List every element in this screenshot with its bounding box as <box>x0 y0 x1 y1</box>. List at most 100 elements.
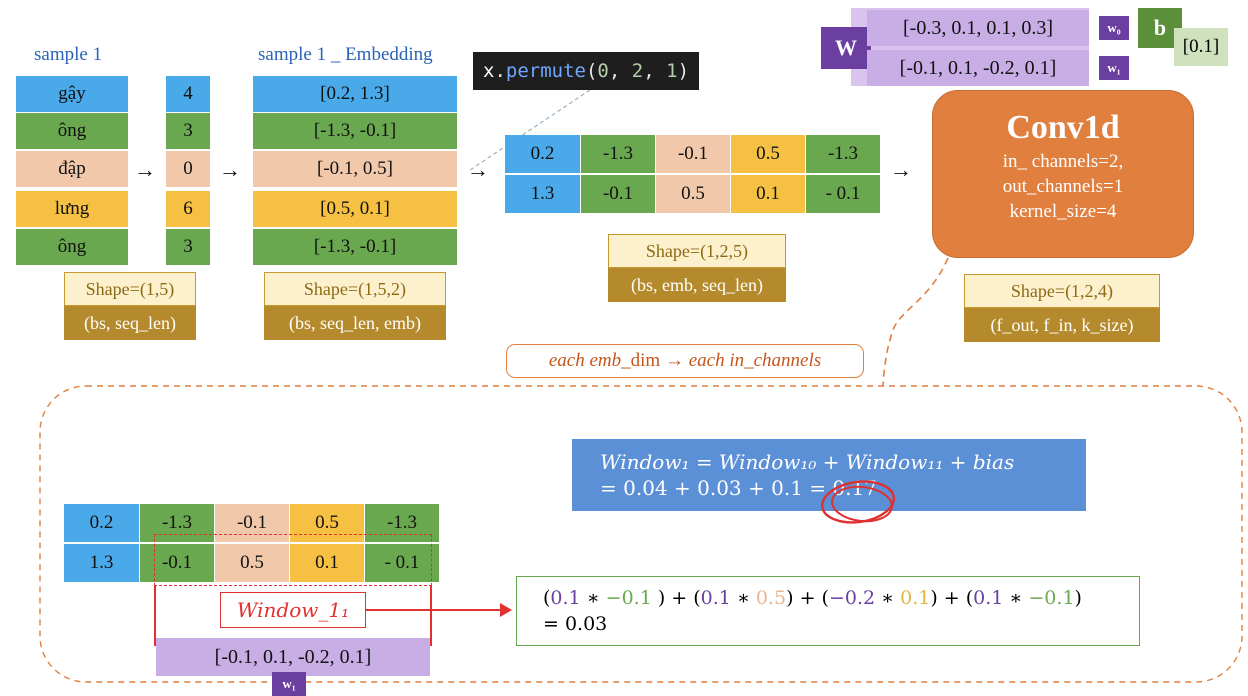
result-highlight-circle <box>821 480 895 524</box>
word-cell: đập <box>16 151 128 187</box>
arrow-right: → <box>134 157 156 182</box>
lower-cell: - 0.1 <box>365 544 439 582</box>
lower-cell: 1.3 <box>64 544 139 582</box>
permuted-cell: - 0.1 <box>806 175 880 213</box>
conv1d-block: Conv1d in_ channels=2, out_channels=1 ke… <box>932 90 1194 258</box>
weight-row-w0: [-0.3, 0.1, 0.1, 0.3] <box>867 10 1089 46</box>
code-method: permute <box>505 60 586 82</box>
permute-code-snippet: x.permute(0, 2, 1) <box>473 52 699 90</box>
lower-cell: -0.1 <box>215 504 289 542</box>
sample-dims-label: (bs, seq_len) <box>64 306 196 340</box>
calculation-result: = 0.03 <box>543 613 608 635</box>
conv1d-title: Conv1d <box>1006 109 1120 146</box>
bias-value: [0.1] <box>1174 28 1228 66</box>
embedding-cell: [0.2, 1.3] <box>253 76 457 112</box>
token-id-cell: 0 <box>166 151 210 187</box>
mapping-dim: dim <box>630 350 661 371</box>
sample-shape-label: Shape=(1,5) <box>64 272 196 306</box>
window-bracket-left <box>154 586 156 646</box>
weight-row-w1: [-0.1, 0.1, -0.2, 0.1] <box>867 50 1089 86</box>
lower-cell: 0.5 <box>290 504 364 542</box>
arrow-right: → <box>467 157 489 182</box>
code-arg: 1 <box>666 60 678 82</box>
permuted-cell: -0.1 <box>656 135 730 173</box>
sample-title: sample 1 <box>34 44 103 65</box>
embedding-shape-label: Shape=(1,5,2) <box>264 272 446 306</box>
kernel-w1-row: [-0.1, 0.1, -0.2, 0.1] <box>156 638 430 676</box>
word-cell: ông <box>16 229 128 265</box>
calculation-box: (0.1 ∗ −0.1 ) + (0.1 ∗ 0.5) + (−0.2 ∗ 0.… <box>516 576 1140 646</box>
calc-weight: 0.1 <box>550 587 581 609</box>
embedding-cell: [-0.1, 0.5] <box>253 151 457 187</box>
embedding-cell: [-1.3, -0.1] <box>253 229 457 265</box>
mapping-arrow: → <box>664 350 684 371</box>
token-id-cell: 3 <box>166 113 210 149</box>
token-id-cell: 6 <box>166 191 210 227</box>
w0-tag: w₀ <box>1099 16 1129 40</box>
calc-input: 0.5 <box>755 587 787 609</box>
permuted-cell: 0.1 <box>731 175 805 213</box>
calc-times: ∗ <box>881 587 895 609</box>
lower-cell: -1.3 <box>140 504 214 542</box>
window-sum-line1: Window₁ = Window₁₀ + Window₁₁ + bias <box>600 450 1015 474</box>
conv1d-param: out_channels=1 <box>1002 176 1124 197</box>
mapping-in-channels: each in_channels <box>688 350 822 371</box>
permuted-cell: -0.1 <box>581 175 655 213</box>
calc-weight: −0.2 <box>828 587 876 609</box>
calc-input: −0.1 <box>605 587 652 609</box>
permuted-cell: 0.5 <box>731 135 805 173</box>
conv-dims-label: (f_out, f_in, k_size) <box>964 308 1160 342</box>
code-paren: ( <box>585 60 598 82</box>
kernel-w1-tag: w₁ <box>272 672 306 696</box>
w1-tag: w₁ <box>1099 56 1129 80</box>
permuted-cell: 0.2 <box>505 135 580 173</box>
embedding-cell: [-1.3, -0.1] <box>253 113 457 149</box>
window-bracket-right <box>430 586 432 646</box>
window-label: Window_1₁ <box>220 592 366 628</box>
detail-dashed-frame <box>39 385 1243 683</box>
window-sum-line2: = 0.04 + 0.03 + 0.1 = 0.17 <box>600 476 877 500</box>
code-arg: 2 <box>631 60 644 82</box>
mapping-each-emb: each emb_ <box>548 350 631 371</box>
conv1d-param: in_ channels=2, <box>1002 151 1124 172</box>
calc-input: 0.1 <box>900 587 931 609</box>
code-dot: . <box>494 60 506 82</box>
word-cell: gậy <box>16 76 128 112</box>
lower-cell: 0.5 <box>215 544 289 582</box>
permuted-cell: 1.3 <box>505 175 580 213</box>
arrow-right: → <box>890 157 912 182</box>
window-arrow-line <box>366 609 502 611</box>
permuted-dims-label: (bs, emb, seq_len) <box>608 268 786 302</box>
code-paren: ) <box>677 60 690 82</box>
permuted-cell: 0.5 <box>656 175 730 213</box>
window-dashed-frame <box>154 534 432 586</box>
embedding-dims-label: (bs, seq_len, emb) <box>264 306 446 340</box>
calc-times: ∗ <box>1009 587 1023 609</box>
arrow-right: → <box>219 157 241 182</box>
lower-cell: -0.1 <box>140 544 214 582</box>
code-sep: , <box>608 60 632 82</box>
code-sep: , <box>643 60 667 82</box>
code-arg: 0 <box>597 60 609 82</box>
code-object: x <box>482 60 495 82</box>
conv-shape-label: Shape=(1,2,4) <box>964 274 1160 308</box>
permuted-cell: -1.3 <box>581 135 655 173</box>
calculation-expression: (0.1 ∗ −0.1 ) + (0.1 ∗ 0.5) + (−0.2 ∗ 0.… <box>543 587 1082 609</box>
token-id-cell: 4 <box>166 76 210 112</box>
calc-weight: 0.1 <box>973 587 1004 609</box>
calc-plus: + <box>943 587 960 609</box>
lower-cell: 0.1 <box>290 544 364 582</box>
calc-weight: 0.1 <box>700 587 731 609</box>
permuted-cell: -1.3 <box>806 135 880 173</box>
lower-cell: 0.2 <box>64 504 139 542</box>
permute-pointer-line <box>469 89 591 171</box>
calc-plus: + <box>799 587 816 609</box>
mapping-note: each emb_dim → each in_channels <box>506 344 864 378</box>
embedding-cell: [0.5, 0.1] <box>253 191 457 227</box>
word-cell: lưng <box>16 191 128 227</box>
calc-input: −0.1 <box>1028 587 1075 609</box>
token-id-cell: 3 <box>166 229 210 265</box>
calc-plus: + <box>671 587 688 609</box>
calc-times: ∗ <box>736 587 750 609</box>
